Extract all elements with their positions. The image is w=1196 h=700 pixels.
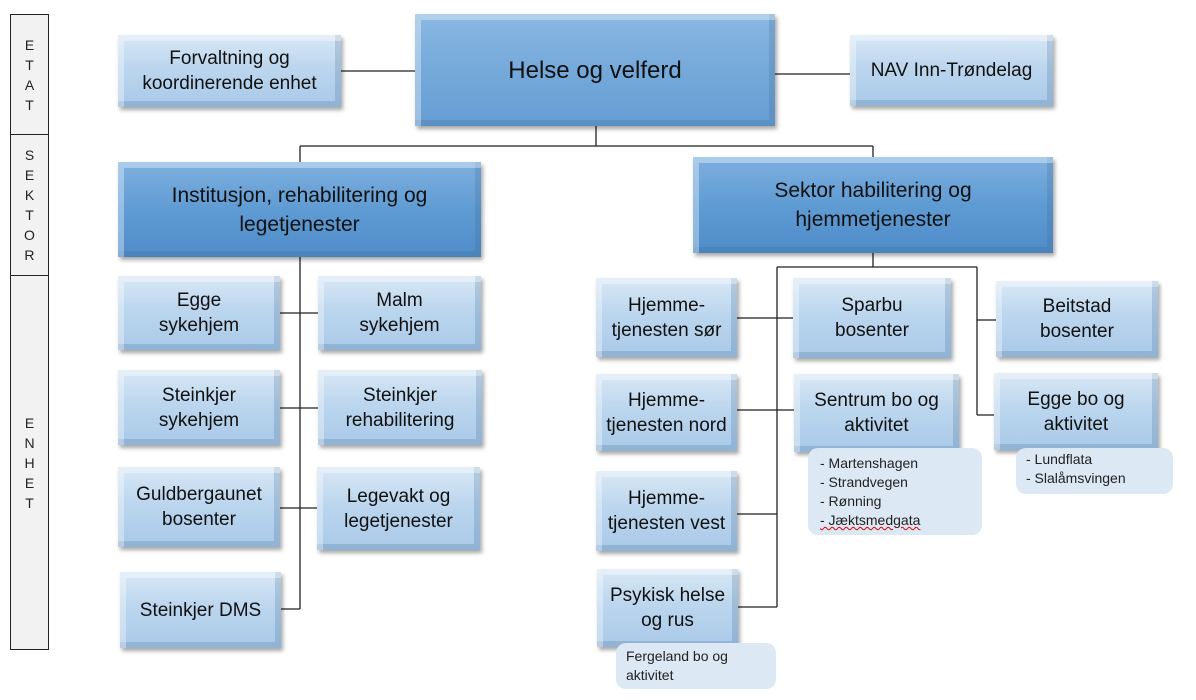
box-sektor-habilitering[interactable]: Sektor habilitering og hjemmetjenester — [693, 157, 1053, 253]
box-malm-sykehjem[interactable]: Malm sykehjem — [318, 276, 481, 350]
box-forvaltning[interactable]: Forvaltning og koordinerende enhet — [118, 35, 341, 107]
box-beitstad[interactable]: Beitstad bosenter — [996, 281, 1158, 357]
box-steinkjer-sykehjem[interactable]: Steinkjer sykehjem — [118, 370, 280, 445]
level-sektor-text: S E K T O R — [24, 147, 35, 263]
note-item: - Jæktsmedgata — [820, 512, 921, 528]
level-etat-text: E T A T — [24, 36, 35, 113]
box-steinkjer-dms[interactable]: Steinkjer DMS — [120, 572, 281, 648]
box-legevakt[interactable]: Legevakt og legetjenester — [317, 467, 480, 550]
level-enhet-text: E N H E T — [24, 414, 35, 511]
box-institusjon[interactable]: Institusjon, rehabilitering og legetjene… — [118, 162, 481, 257]
box-hjemmetjenesten-sor[interactable]: Hjemme-tjenesten sør — [596, 278, 737, 357]
note-item: - Martenshagen — [820, 455, 919, 471]
note-item: - Rønning — [820, 493, 882, 509]
box-nav[interactable]: NAV Inn-Trøndelag — [850, 35, 1053, 106]
level-label-etat: E T A T — [10, 14, 49, 135]
note-item: - Strandvegen — [820, 474, 908, 490]
box-sparbu[interactable]: Sparbu bosenter — [793, 278, 951, 358]
note-fergeland: Fergeland bo og aktivitet — [616, 643, 776, 689]
box-egge-bo[interactable]: Egge bo og aktivitet — [994, 373, 1158, 450]
box-guldbergaunet[interactable]: Guldbergaunet bosenter — [118, 467, 280, 547]
note-item: - Lundflata — [1026, 451, 1093, 467]
level-label-sektor: S E K T O R — [10, 134, 49, 276]
level-label-enhet: E N H E T — [10, 275, 49, 650]
note-egge-list: - Lundflata - Slalåmsvingen — [1016, 448, 1173, 494]
box-hjemmetjenesten-nord[interactable]: Hjemme-tjenesten nord — [596, 374, 737, 451]
box-hjemmetjenesten-vest[interactable]: Hjemme-tjenesten vest — [596, 471, 737, 551]
note-sentrum-list: - Martenshagen - Strandvegen - Rønning -… — [808, 448, 982, 535]
box-steinkjer-rehabilitering[interactable]: Steinkjer rehabilitering — [318, 370, 482, 445]
note-item: - Slalåmsvingen — [1026, 470, 1126, 486]
box-sentrum-bo[interactable]: Sentrum bo og aktivitet — [794, 374, 959, 452]
box-psykisk-helse[interactable]: Psykisk helse og rus — [597, 569, 738, 647]
box-helse-og-velferd[interactable]: Helse og velferd — [415, 14, 775, 126]
box-egge-sykehjem[interactable]: Egge sykehjem — [118, 276, 280, 350]
